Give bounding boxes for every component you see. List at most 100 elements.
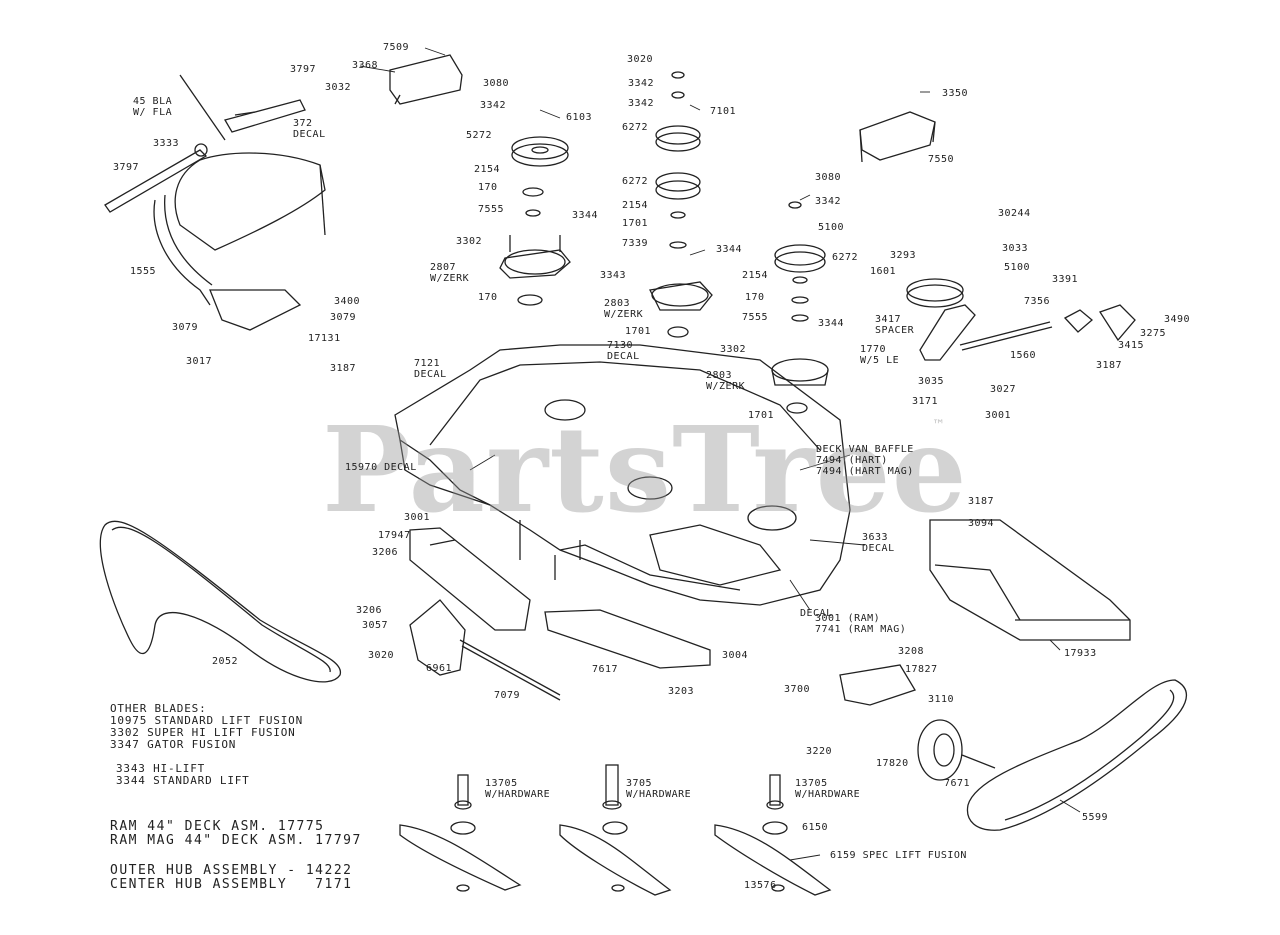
part-label: 170 [745,292,765,303]
part-label: DECAL [800,608,833,619]
part-label: 3705 W/HARDWARE [626,778,692,800]
spindle-cover [859,111,936,163]
part-label: 2154 [474,164,501,175]
part-label: 3001 (RAM) 7741 (RAM MAG) [815,613,907,635]
part-label: 7121 DECAL [414,358,447,380]
part-label: 3797 [290,64,317,75]
part-label: 170 [478,292,498,303]
part-label: 2154 [742,270,769,281]
mower-deck-shell [394,344,851,606]
part-label: 2052 [212,656,239,667]
part-label: 3391 [1052,274,1079,285]
part-label: 3171 [912,396,939,407]
part-label: 1601 [870,266,897,277]
wheel-assembly [839,664,996,781]
part-label: 7509 [383,42,410,53]
part-label: 17131 [308,333,341,344]
part-label: 1560 [1010,350,1037,361]
part-label: 7555 [742,312,769,323]
part-label: 1555 [130,266,157,277]
part-label: 7339 [622,238,649,249]
part-label: 3344 [818,318,845,329]
part-label: 7079 [494,690,521,701]
part-label: 3020 [368,650,395,661]
part-label: 3342 [815,196,842,207]
part-label: 6272 [832,252,859,263]
part-label: 1701 [625,326,652,337]
idler-arm-assembly [104,74,326,331]
part-label: 13705 W/HARDWARE [795,778,861,800]
part-label: 5100 [1004,262,1031,273]
part-label: 3700 [784,684,811,695]
part-label: 17933 [1064,648,1097,659]
part-label: 7550 [928,154,955,165]
part-label: 3797 [113,162,140,173]
part-label: 1770 W/5 LE [860,344,900,366]
part-label: DECK VAN BAFFLE 7494 (HART) 7494 (HART M… [816,444,914,477]
idler-pulley-arm [906,278,1136,361]
part-label: 3032 [325,82,352,93]
blade-stack-center [559,764,672,896]
part-label: 3275 [1140,328,1167,339]
part-label: 372 DECAL [293,118,326,140]
part-label: 3293 [890,250,917,261]
part-label: 3208 [898,646,925,657]
part-label: 3004 [722,650,749,661]
part-label: 7671 [944,778,971,789]
part-label: 7356 [1024,296,1051,307]
part-label: 3206 [356,605,383,616]
part-label: 3001 [985,410,1012,421]
part-label: 3344 [572,210,599,221]
part-label: 6150 [802,822,829,833]
right-spindle-stack [771,201,829,414]
part-label: 3079 [172,322,199,333]
trademark-symbol: ™ [932,418,945,433]
part-label: 17827 [905,664,938,675]
part-label: 3344 [716,244,743,255]
part-label: 3342 [480,100,507,111]
part-label: 5100 [818,222,845,233]
part-label: 3342 [628,78,655,89]
part-label: 3400 [334,296,361,307]
other-blades-note: OTHER BLADES: 10975 STANDARD LIFT FUSION… [110,702,303,751]
part-label: 45 BLA W/ FLA [133,96,173,118]
part-label: 3080 [815,172,842,183]
part-label: 30244 [998,208,1031,219]
part-label: 17820 [876,758,909,769]
part-label: 3033 [1002,243,1029,254]
part-label: 3080 [483,78,510,89]
part-label: 6272 [622,122,649,133]
part-label: 3203 [668,686,695,697]
blade-stack-left [399,774,522,892]
part-label: 3187 [968,496,995,507]
part-label: 2807 W/ZERK [430,262,470,284]
part-label: 170 [478,182,498,193]
part-label: 3350 [942,88,969,99]
hi-lift-note: 3343 HI-LIFT 3344 STANDARD LIFT [116,762,250,787]
part-label: 3415 [1118,340,1145,351]
part-label: 5599 [1082,812,1109,823]
part-label: 13576 [744,880,777,891]
left-spindle-stack [499,136,571,306]
deck-assembly-note: RAM 44" DECK ASM. 17775 RAM MAG 44" DECK… [110,819,362,848]
part-label: 2154 [622,200,649,211]
part-label: 1701 [748,410,775,421]
part-label: 3206 [372,547,399,558]
part-label: 3187 [330,363,357,374]
top-bracket [389,54,463,105]
part-label: 3094 [968,518,995,529]
belt-right [966,679,1188,831]
part-label: 6272 [622,176,649,187]
part-label: 2803 W/ZERK [604,298,644,320]
part-label: 6159 SPEC LIFT FUSION [830,850,967,861]
gauge-wheel-bracket [409,599,561,701]
part-label: 3110 [928,694,955,705]
part-label: 7130 DECAL [607,340,640,362]
part-label: 3220 [806,746,833,757]
part-label: 3633 DECAL [862,532,895,554]
leader-lines [359,47,1081,861]
left-side-bracket [409,527,531,631]
part-label: 3302 [720,344,747,355]
part-label: 3020 [627,54,654,65]
